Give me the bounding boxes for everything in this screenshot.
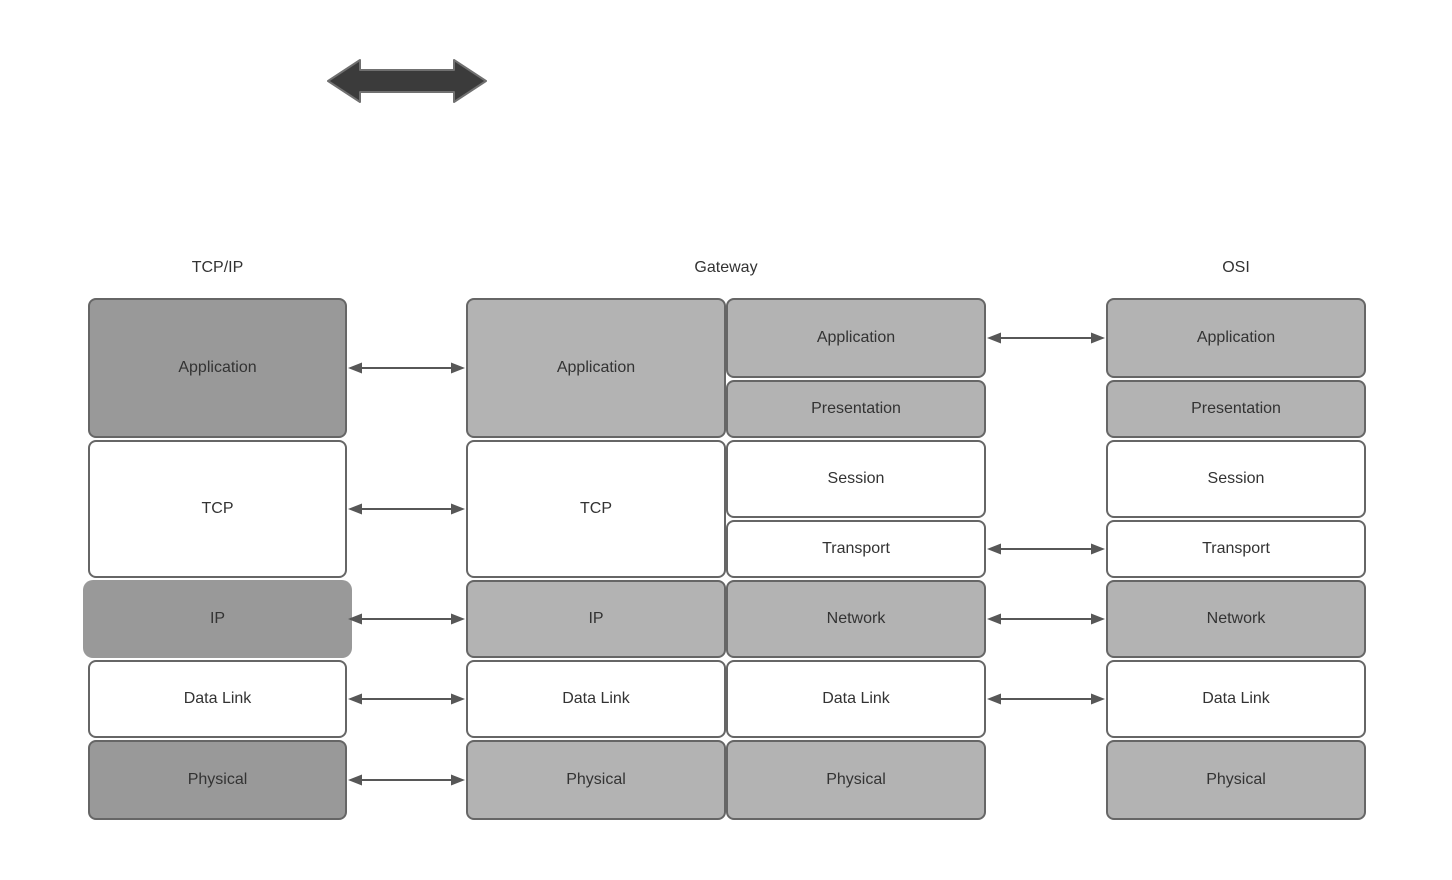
layer-box-osi-transport: Transport — [1106, 520, 1366, 578]
layer-box-gwleft-application: Application — [466, 298, 726, 438]
layer-box-tcpip-tcp: TCP — [88, 440, 347, 578]
layer-box-gwright-transport: Transport — [726, 520, 986, 578]
layer-box-tcpip-datalink: Data Link — [88, 660, 347, 738]
column-header-gateway: Gateway — [694, 259, 758, 276]
connector-arrow-gw-osi-datalink — [987, 693, 1105, 705]
layer-box-gwright-datalink: Data Link — [726, 660, 986, 738]
layer-box-osi-application: Application — [1106, 298, 1366, 378]
connector-arrow-gw-osi-network — [987, 613, 1105, 625]
layer-box-gwright-physical: Physical — [726, 740, 986, 820]
layer-box-gwright-application: Application — [726, 298, 986, 378]
column-header-osi: OSI — [1222, 259, 1250, 276]
connector-arrow-gw-osi-transport — [987, 543, 1105, 555]
layer-box-osi-physical: Physical — [1106, 740, 1366, 820]
layer-box-tcpip-physical: Physical — [88, 740, 347, 820]
layer-box-gwleft-ip: IP — [466, 580, 726, 658]
layer-box-osi-session: Session — [1106, 440, 1366, 518]
connector-arrow-tcpip-gw-ip — [348, 613, 465, 625]
layer-box-gwleft-datalink: Data Link — [466, 660, 726, 738]
two-way-arrow-icon — [327, 59, 487, 103]
connector-arrow-tcpip-gw-datalink — [348, 693, 465, 705]
column-header-tcpip: TCP/IP — [191, 259, 244, 276]
connector-arrow-gw-osi-application — [987, 332, 1105, 344]
layer-box-osi-presentation: Presentation — [1106, 380, 1366, 438]
layer-box-gwright-presentation: Presentation — [726, 380, 986, 438]
layer-box-gwright-network: Network — [726, 580, 986, 658]
layer-box-tcpip-application: Application — [88, 298, 347, 438]
layer-box-gwleft-physical: Physical — [466, 740, 726, 820]
connector-arrow-tcpip-gw-tcp — [348, 503, 465, 515]
layer-box-gwleft-tcp: TCP — [466, 440, 726, 578]
layer-box-tcpip-ip: IP — [83, 580, 352, 658]
connector-arrow-tcpip-gw-physical — [348, 774, 465, 786]
layer-box-osi-datalink: Data Link — [1106, 660, 1366, 738]
layer-box-osi-network: Network — [1106, 580, 1366, 658]
connector-arrow-tcpip-gw-application — [348, 362, 465, 374]
layer-box-gwright-session: Session — [726, 440, 986, 518]
